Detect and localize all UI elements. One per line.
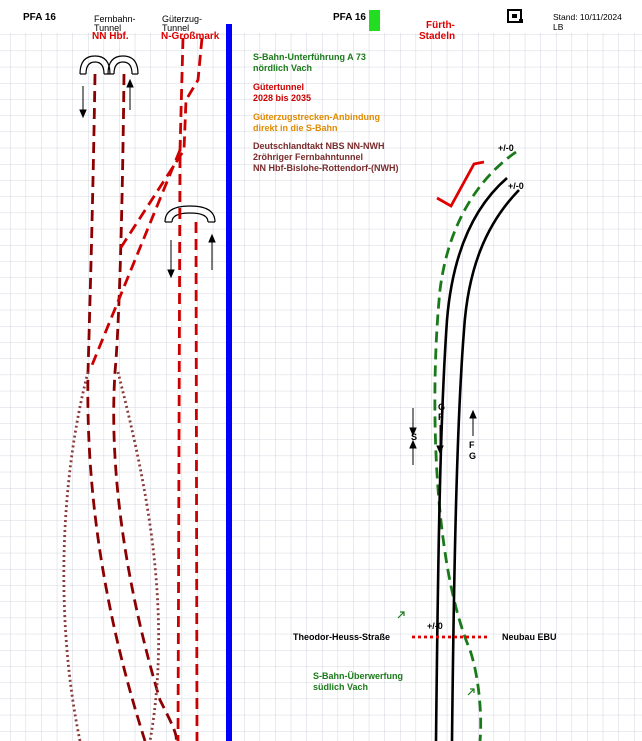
fernbahn-track-east-1 — [434, 177, 508, 741]
note-line: direkt in die S-Bahn — [253, 123, 338, 133]
tunnel-portal-bracket — [436, 160, 485, 208]
green-marker — [369, 10, 380, 31]
note-line: 2röhriger Fernbahntunnel — [253, 152, 364, 162]
pfa-left-label: PFA 16 — [23, 12, 56, 23]
sbahn-ueberwerfung-note: S-Bahn-Überwerfung südlich Vach — [313, 671, 403, 693]
gueterzug-anbindung-note: Güterzugstrecken-Anbindung direkt in die… — [253, 112, 380, 134]
note-line: Güterzugstrecken-Anbindung — [253, 112, 381, 122]
track-label-g2: G — [469, 451, 477, 461]
fernbahn-track-east-2 — [450, 189, 520, 741]
grossmarkt-label: N-Großmark — [161, 31, 220, 42]
level-label-bottom: +/-0 — [427, 621, 443, 631]
nn-hbf-label: NN Hbf. — [92, 31, 129, 42]
dotted-link-right — [116, 371, 161, 741]
dotted-link-left — [62, 371, 90, 741]
track-label-s: S — [411, 432, 418, 442]
fuerth-label-2: Stadeln — [419, 31, 456, 42]
note-line: nördlich Vach — [253, 63, 313, 73]
header-strip — [0, 0, 642, 33]
sbahn-track — [433, 150, 517, 741]
track-label-f2: F — [469, 440, 475, 450]
note-line: südlich Vach — [313, 682, 369, 692]
tunnel-portal-left — [79, 55, 139, 75]
gueterzug-track-3 — [194, 221, 199, 741]
track-label-f: F — [438, 412, 444, 422]
gueterzug-link — [88, 149, 182, 371]
fuerth-label-1: Fürth- — [426, 20, 455, 31]
fernbahn-track-2 — [112, 73, 178, 741]
fernbahn-label-1: Fernbahn- — [94, 14, 136, 24]
deutschlandtakt-note: Deutschlandtakt NBS NN-NWH 2röhriger Fer… — [253, 141, 398, 174]
gueterzug-label-1: Güterzug- — [162, 14, 203, 24]
note-line: NN Hbf-Bislohe-Rottendorf-(NWH) — [253, 163, 399, 173]
note-line: Gütertunnel — [253, 82, 304, 92]
theodor-heuss-label: Theodor-Heuss-Straße — [293, 632, 391, 642]
fernbahn-label-2: Tunnel — [94, 23, 122, 33]
sbahn-arrows — [397, 611, 475, 696]
tunnel-portal-middle — [164, 205, 216, 223]
monitor-icon — [507, 9, 523, 23]
gueterzug-track-2 — [116, 37, 204, 253]
pfa-right-label: PFA 16 — [333, 12, 366, 23]
author-label: LB — [553, 22, 564, 32]
gueter-tunnel-note: Gütertunnel 2028 bis 2035 — [253, 82, 311, 104]
level-label-right: +/-0 — [508, 181, 524, 191]
gueterzug-label-2: Tunnel — [162, 23, 190, 33]
track-label-g: G — [438, 402, 446, 412]
note-line: S-Bahn-Überwerfung — [313, 671, 403, 681]
note-line: 2028 bis 2035 — [253, 93, 312, 103]
sbahn-unterfuehrung-note: S-Bahn-Unterführung A 73 nördlich Vach — [253, 52, 366, 74]
neubau-ebu-label: Neubau EBU — [502, 632, 557, 642]
note-line: S-Bahn-Unterführung A 73 — [253, 52, 366, 62]
note-line: Deutschlandtakt NBS NN-NWH — [253, 141, 385, 151]
level-label-top: +/-0 — [498, 143, 514, 153]
stand-label: Stand: 10/11/2024 — [553, 12, 622, 22]
